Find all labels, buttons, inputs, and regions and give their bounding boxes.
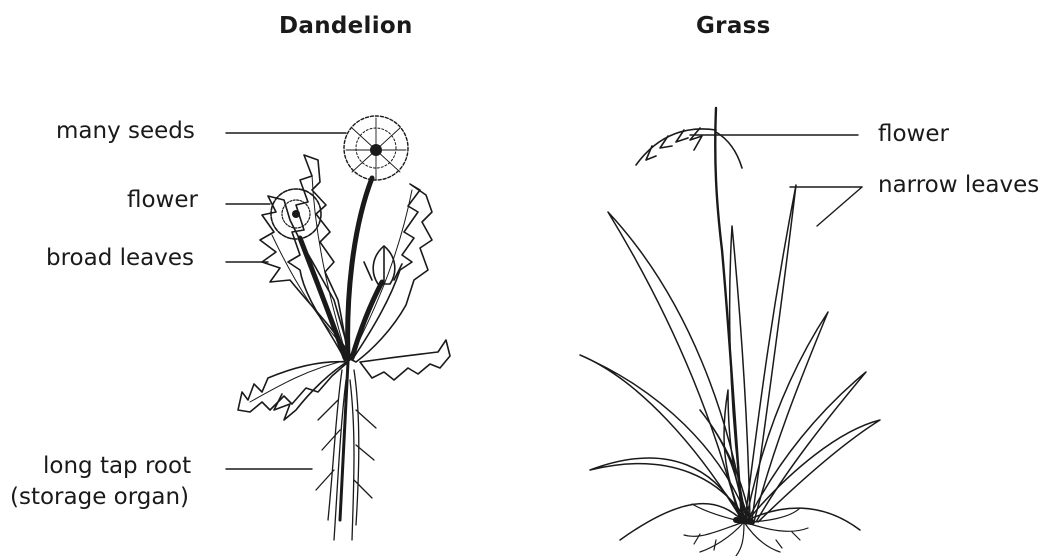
leader-lines bbox=[226, 133, 862, 469]
dandelion-tap-root bbox=[316, 362, 376, 540]
dandelion-plant bbox=[238, 116, 450, 540]
dandelion-seed-head bbox=[344, 116, 408, 180]
leader-narrow-leaves-b bbox=[817, 187, 862, 226]
grass-flower-head bbox=[636, 128, 742, 168]
dandelion-broad-leaves bbox=[238, 155, 450, 420]
grass-plant bbox=[580, 108, 880, 556]
grass-narrow-leaves bbox=[580, 185, 880, 540]
